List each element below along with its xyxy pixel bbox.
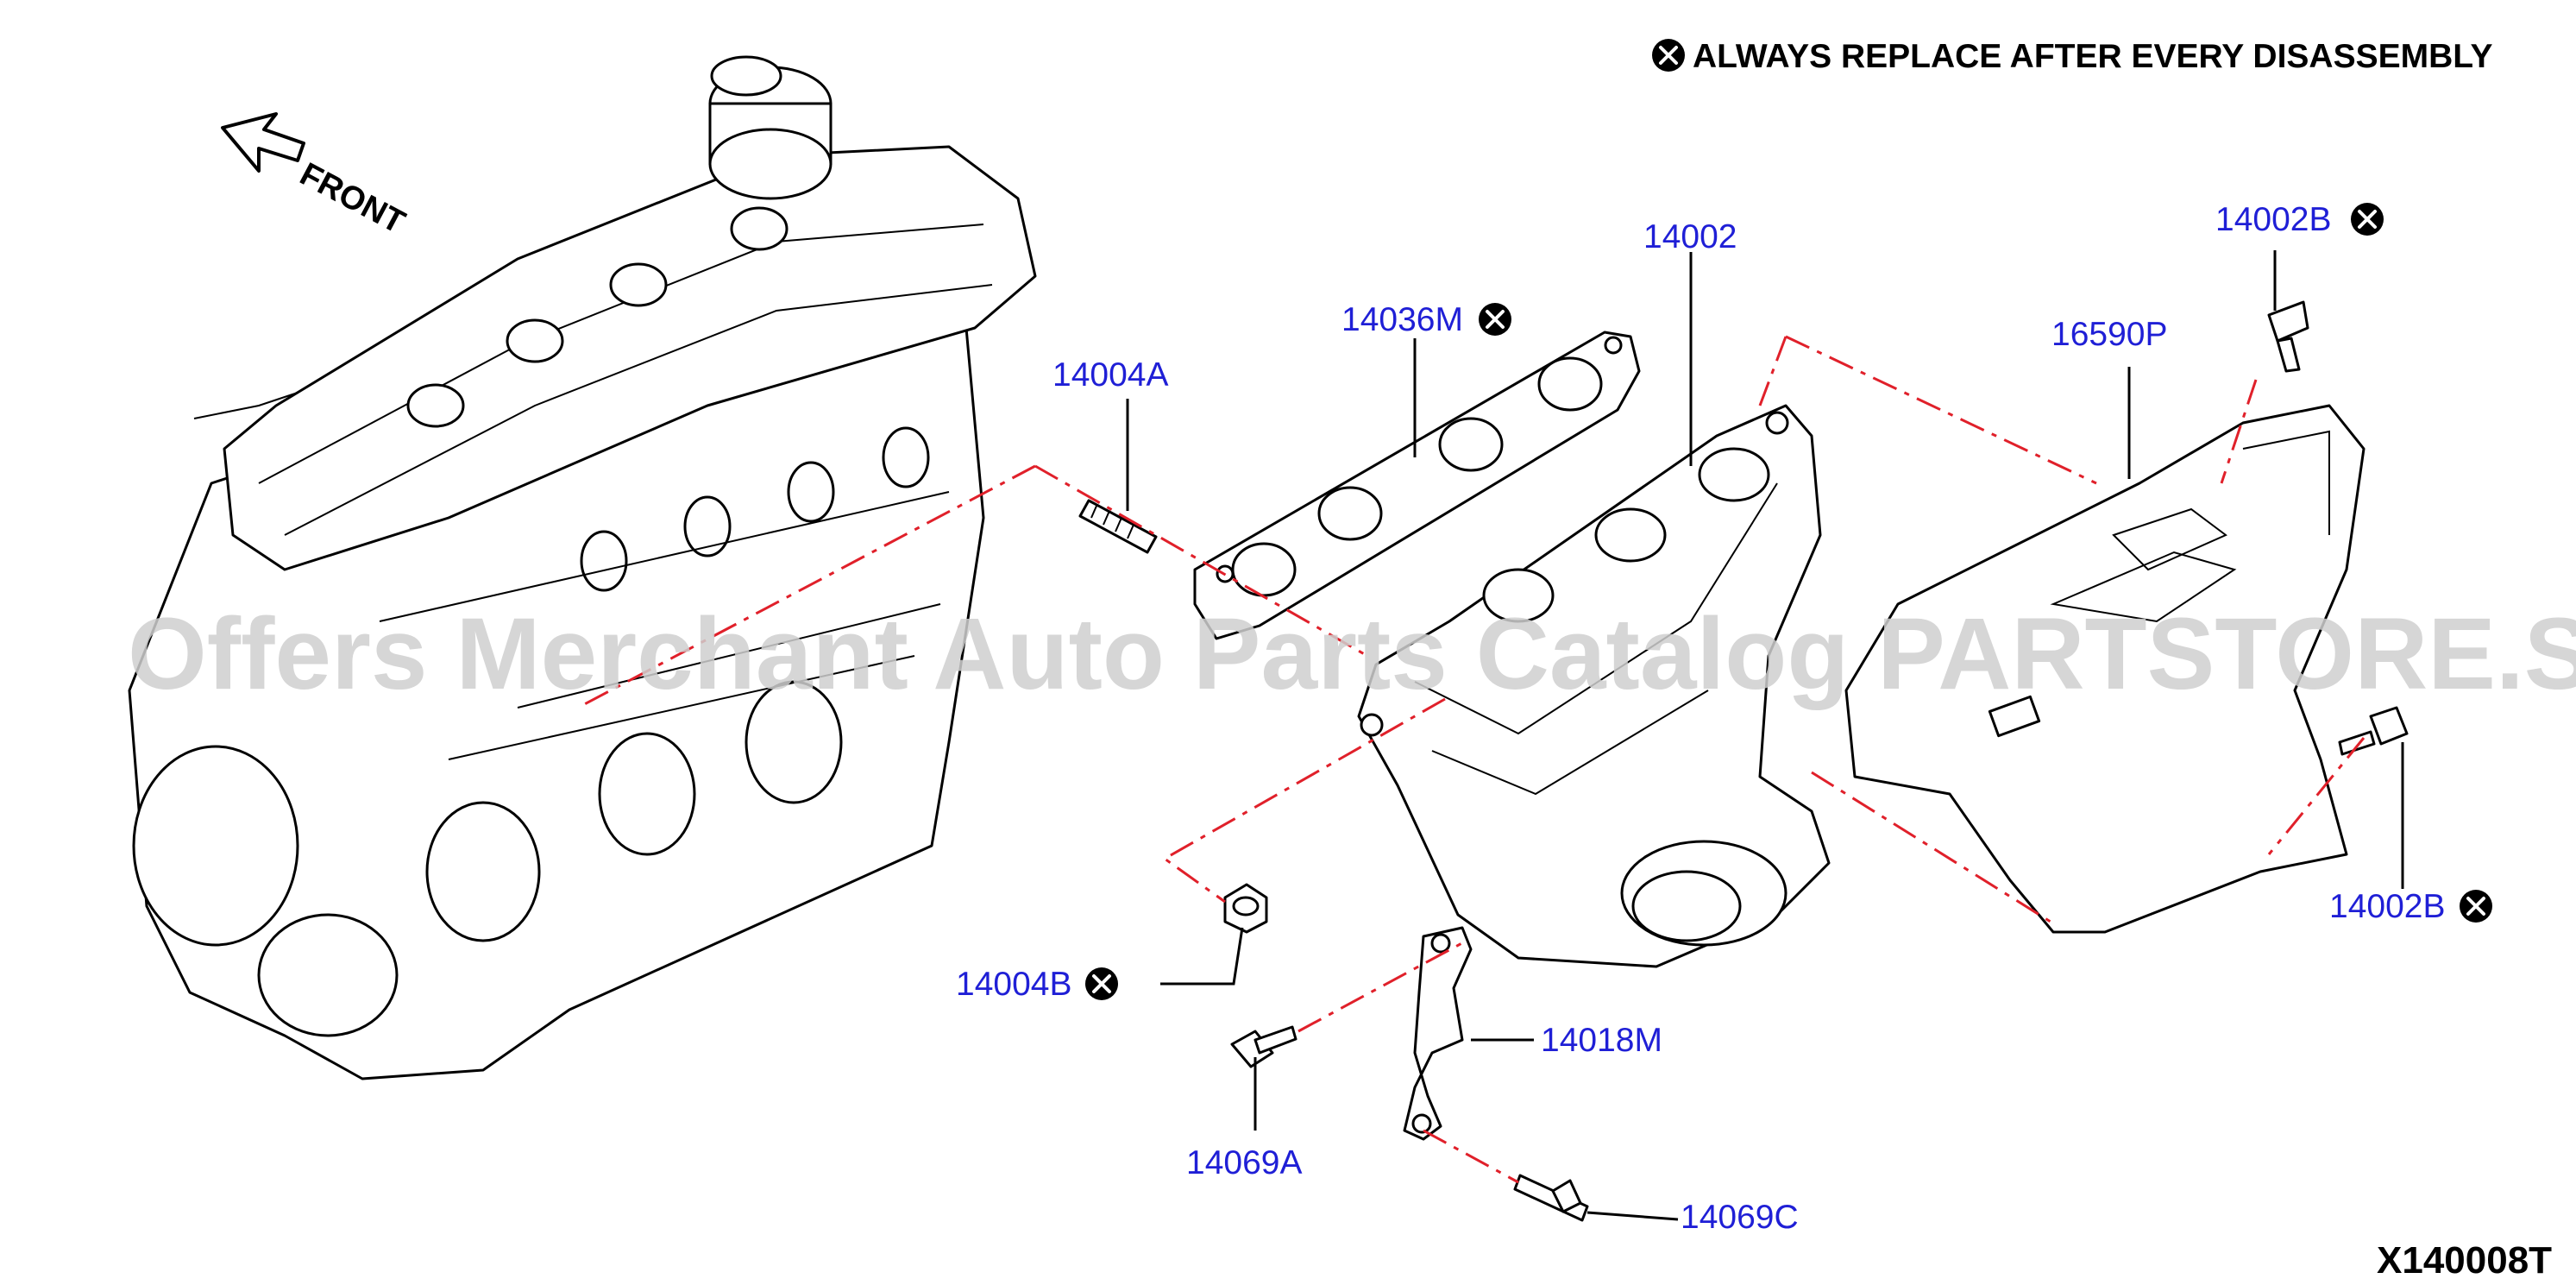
callout-14018m[interactable]: 14018M [1541, 1022, 1662, 1059]
stud-14004a [1078, 499, 1158, 554]
circle-x-icon [2458, 888, 2494, 924]
circle-x-icon [1477, 301, 1513, 337]
callout-14004b[interactable]: 14004B [956, 966, 1071, 1003]
callout-14002b-right[interactable]: 14002B [2329, 888, 2445, 925]
assembly-guide-lines [577, 335, 2366, 1184]
figure-code: X140008T [2377, 1239, 2552, 1281]
nut-14004b [1223, 883, 1268, 934]
circle-x-icon [1084, 966, 1120, 1002]
front-arrow-icon [221, 112, 305, 173]
leader-lines [1126, 250, 2404, 1221]
callout-14069c[interactable]: 14069C [1681, 1199, 1799, 1236]
replace-note: ALWAYS REPLACE AFTER EVERY DISASSEMBLY [1650, 37, 2493, 75]
callout-14002b-top[interactable]: 14002B [2215, 201, 2331, 238]
callout-14069a[interactable]: 14069A [1186, 1144, 1302, 1181]
bolt-14002b-top [2267, 300, 2309, 373]
heat-shield-16590p [1844, 404, 2366, 934]
replace-note-text: ALWAYS REPLACE AFTER EVERY DISASSEMBLY [1693, 38, 2493, 75]
bracket-14018m [1403, 926, 1473, 1141]
circle-x-icon [1650, 37, 1687, 73]
front-label: FRONT [294, 156, 411, 242]
watermark-text: Offers Merchant Auto Parts Catalog PARTS… [128, 597, 2576, 711]
engine-block-illustration [128, 55, 1037, 1080]
callout-14036m[interactable]: 14036M [1341, 301, 1463, 338]
callout-14004a[interactable]: 14004A [1052, 356, 1168, 394]
exhaust-manifold-14002 [1357, 404, 1831, 968]
stud-bolt-14069c [1513, 1174, 1589, 1222]
callout-16590p[interactable]: 16590P [2051, 316, 2167, 353]
bolt-14002b-right [2338, 706, 2409, 756]
front-direction-indicator: FRONT [221, 112, 411, 242]
bolt-14069a [1230, 1025, 1297, 1068]
exhaust-manifold-gasket-14036m [1193, 331, 1641, 640]
callout-14002[interactable]: 14002 [1643, 218, 1737, 255]
circle-x-icon [2349, 201, 2385, 237]
